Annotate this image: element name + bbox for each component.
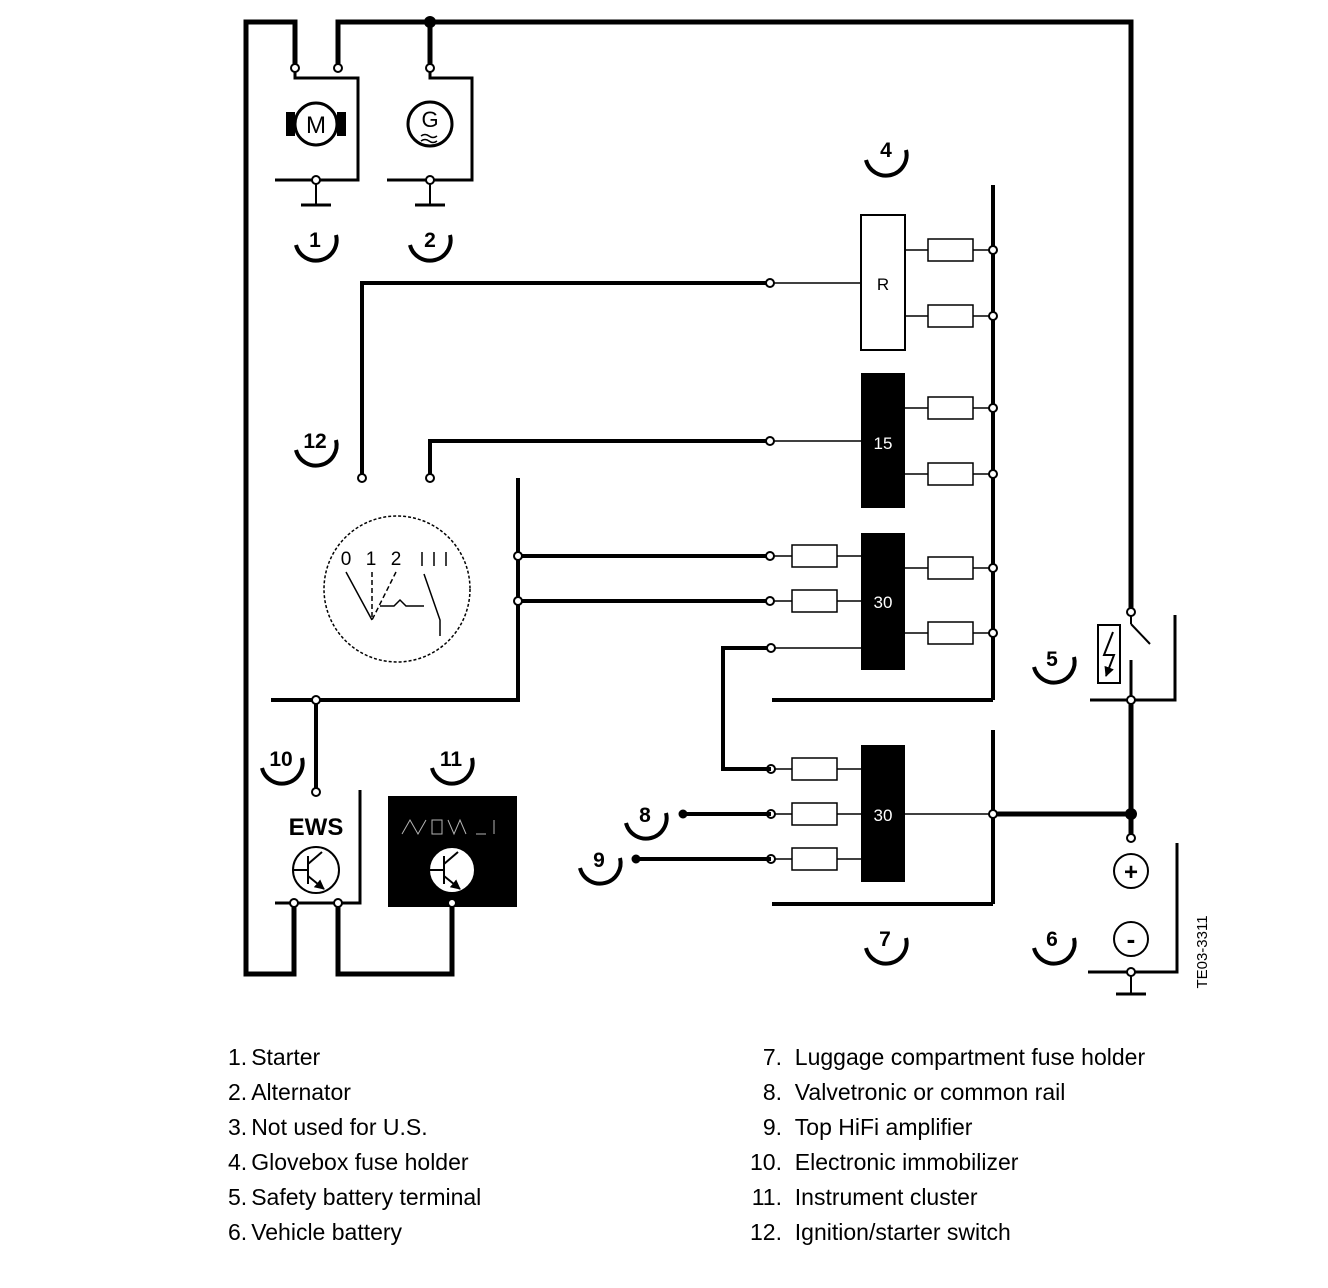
legend-num: 1. — [228, 1044, 248, 1070]
legend-text: Not used for U.S. — [251, 1114, 428, 1140]
legend-item: 4.Glovebox fuse holder — [228, 1145, 481, 1180]
legend-text: Starter — [251, 1044, 321, 1070]
callout-arc-12 — [294, 439, 339, 468]
luggage-fuse-holder: 30 — [766, 730, 998, 906]
legend-item: 9. Top HiFi amplifier — [732, 1110, 1145, 1145]
instrument-cluster — [388, 796, 517, 908]
callout-arc-5 — [1032, 656, 1077, 685]
terminal-30-upper-label: 30 — [874, 593, 893, 612]
legend-item: 11. Instrument cluster — [732, 1180, 1145, 1215]
callout-arc-2 — [408, 234, 453, 263]
alternator-symbol: G — [387, 63, 474, 207]
legend-num: 11. — [751, 1184, 782, 1210]
motor-symbol: M — [306, 112, 326, 139]
relay-r-label: R — [877, 275, 889, 294]
legend-item: 12. Ignition/starter switch — [732, 1215, 1145, 1250]
legend-num: 5. — [228, 1184, 248, 1210]
legend-item: 7. Luggage compartment fuse holder — [732, 1040, 1145, 1075]
ews-label: EWS — [289, 814, 344, 841]
junction-dot — [424, 16, 436, 28]
legend-num: 6. — [228, 1219, 248, 1245]
callout-8: 8 — [639, 804, 651, 827]
starter-symbol: M — [275, 63, 360, 207]
ignition-switch: 0 1 2 — [271, 278, 861, 792]
safety-battery-terminal — [1090, 607, 1177, 705]
callout-4: 4 — [880, 139, 892, 162]
legend-text: Vehicle battery — [251, 1219, 403, 1245]
legend-item: 5.Safety battery terminal — [228, 1180, 481, 1215]
glovebox-fuse-holder: R 15 30 — [772, 185, 998, 702]
callout-11: 11 — [440, 748, 463, 771]
callout-10: 10 — [269, 748, 292, 771]
legend-num: 12. — [750, 1219, 782, 1245]
legend-text: Ignition/starter switch — [794, 1219, 1011, 1245]
junction-dot — [1125, 808, 1137, 820]
terminal-30-lower-label: 30 — [874, 806, 893, 825]
callout-9: 9 — [593, 849, 605, 872]
legend-item: 8. Valvetronic or common rail — [732, 1075, 1145, 1110]
minus-symbol: - — [1127, 924, 1136, 954]
legend-text: Glovebox fuse holder — [251, 1149, 469, 1175]
callout-arc-8 — [624, 812, 669, 841]
callout-arc-11 — [430, 757, 475, 786]
legend-text: Luggage compartment fuse holder — [794, 1044, 1146, 1070]
ews-immobilizer: EWS — [275, 787, 362, 908]
callout-2: 2 — [424, 229, 436, 252]
legend-text: Instrument cluster — [794, 1184, 978, 1210]
callout-arc-4 — [864, 149, 909, 178]
switch-position-0: 0 — [341, 549, 352, 570]
legend-num: 8. — [762, 1079, 782, 1105]
switch-position-1: 1 — [366, 549, 377, 570]
legend-item: 6.Vehicle battery — [228, 1215, 481, 1250]
legend-text: Valvetronic or common rail — [794, 1079, 1066, 1105]
callout-arc-1 — [294, 234, 339, 263]
link-wire-30 — [721, 643, 861, 771]
legend-num: 10. — [750, 1149, 782, 1175]
callout-arc-7 — [864, 937, 909, 966]
callout-5: 5 — [1046, 648, 1058, 671]
legend-item: 1.Starter — [228, 1040, 481, 1075]
legend-text: Alternator — [251, 1079, 351, 1105]
callout-arc-9 — [578, 857, 623, 886]
plus-symbol: + — [1124, 859, 1138, 886]
callout-6: 6 — [1046, 928, 1058, 951]
legend-text: Top HiFi amplifier — [794, 1114, 973, 1140]
callout-arc-6 — [1032, 937, 1077, 966]
legend-num: 2. — [228, 1079, 248, 1105]
callout-1: 1 — [309, 229, 321, 252]
legend-num: 9. — [762, 1114, 782, 1140]
switch-position-2: 2 — [391, 549, 402, 570]
callout-7: 7 — [879, 928, 891, 951]
ground-frame-wire — [243, 19, 1134, 977]
legend-num: 4. — [228, 1149, 248, 1175]
legend-text: Safety battery terminal — [251, 1184, 482, 1210]
legend-item: 10. Electronic immobilizer — [732, 1145, 1145, 1180]
generator-symbol: G — [421, 107, 438, 132]
legend-num: 3. — [228, 1114, 248, 1140]
legend-text: Electronic immobilizer — [794, 1149, 1019, 1175]
terminal-15-label: 15 — [874, 434, 893, 453]
legend-item: 2.Alternator — [228, 1075, 481, 1110]
legend-num: 7. — [762, 1044, 782, 1070]
figure-code: TE03-3311 — [1194, 915, 1211, 988]
callout-12: 12 — [303, 430, 326, 453]
legend-item: 3.Not used for U.S. — [228, 1110, 481, 1145]
vehicle-battery: + - — [1088, 833, 1179, 996]
legend-left: 1.Starter 2.Alternator 3.Not used for U.… — [228, 1040, 481, 1250]
callout-arc-10 — [260, 757, 305, 786]
feed-wires-8-9 — [631, 809, 771, 864]
wiring-diagram: M G 1 2 4 5 6 7 8 9 10 11 — [243, 16, 1211, 996]
legend-right: 7. Luggage compartment fuse holder 8. Va… — [732, 1040, 1145, 1250]
